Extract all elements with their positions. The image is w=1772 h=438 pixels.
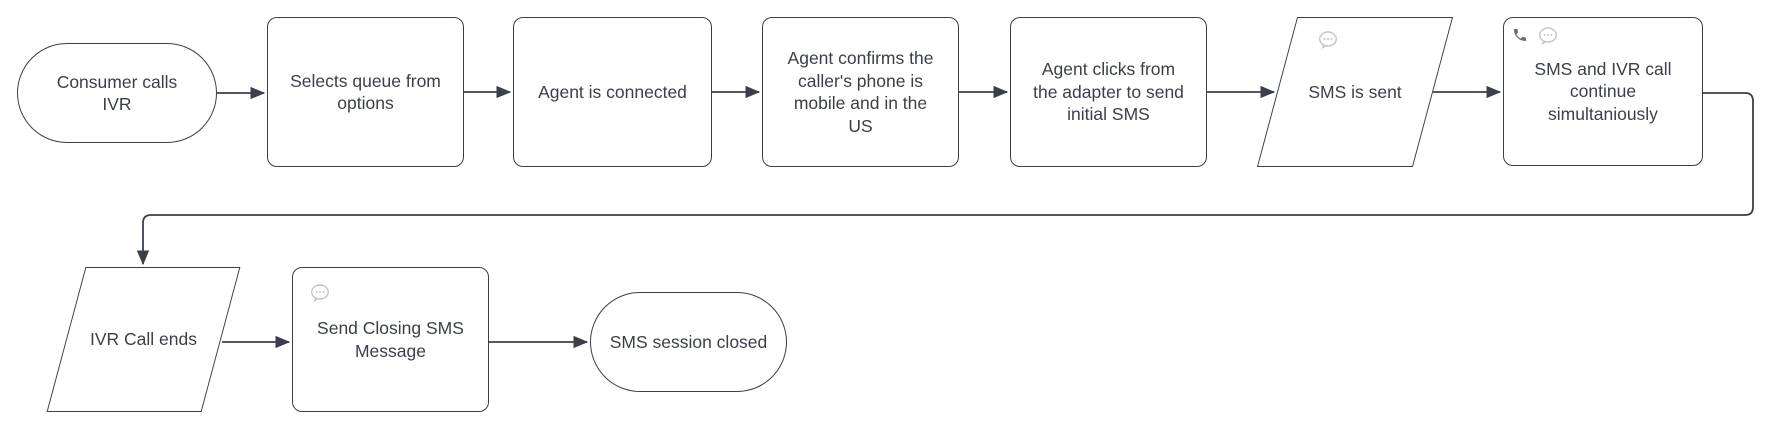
node-sms-ivr-continue[interactable]: SMS and IVR call continue simultaniously xyxy=(1503,17,1703,166)
edge-continue-to-ivr-ends[interactable] xyxy=(136,92,1754,266)
node-send-closing-sms-label: Send Closing SMS Message xyxy=(317,318,464,361)
node-selects-queue[interactable]: Selects queue from options xyxy=(267,17,464,167)
node-agent-connected[interactable]: Agent is connected xyxy=(513,17,712,167)
message-bubble-icon xyxy=(1537,26,1559,54)
node-sms-ivr-continue-label: SMS and IVR call continue simultaniously xyxy=(1534,58,1672,124)
node-ivr-call-ends-label: IVR Call ends xyxy=(90,329,197,350)
node-consumer-calls-ivr-label: Consumer calls IVR xyxy=(56,71,178,115)
node-sms-session-closed[interactable]: SMS session closed xyxy=(590,292,787,392)
node-send-closing-sms[interactable]: Send Closing SMS Message xyxy=(292,267,489,412)
node-agent-connected-label: Agent is connected xyxy=(538,81,687,102)
node-agent-confirms-label: Agent confirms the caller's phone is mob… xyxy=(787,48,934,136)
node-agent-clicks-adapter-label: Agent clicks from the adapter to send in… xyxy=(1033,59,1184,125)
node-consumer-calls-ivr[interactable]: Consumer calls IVR xyxy=(17,43,217,143)
node-sms-is-sent[interactable]: SMS is sent xyxy=(1256,17,1454,167)
phone-icon xyxy=(1512,26,1528,49)
node-ivr-call-ends[interactable]: IVR Call ends xyxy=(46,267,241,412)
node-agent-clicks-adapter[interactable]: Agent clicks from the adapter to send in… xyxy=(1010,17,1207,167)
message-bubble-icon xyxy=(1317,30,1339,58)
node-sms-is-sent-label: SMS is sent xyxy=(1308,81,1402,102)
message-bubble-icon xyxy=(309,283,331,311)
node-agent-confirms[interactable]: Agent confirms the caller's phone is mob… xyxy=(762,17,959,167)
node-selects-queue-label: Selects queue from options xyxy=(290,70,441,114)
node-sms-session-closed-label: SMS session closed xyxy=(609,331,768,352)
